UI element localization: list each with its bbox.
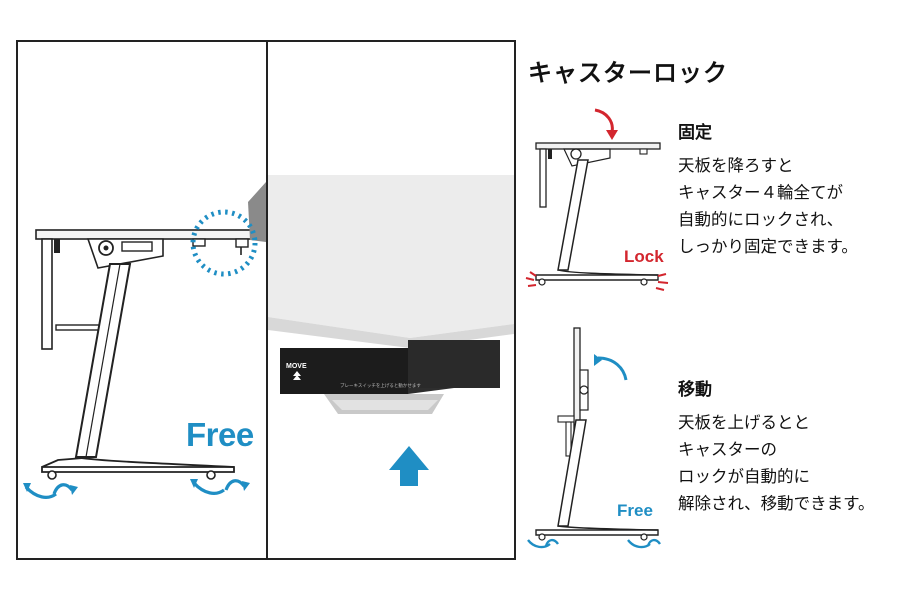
move-button-label: MOVE <box>286 363 307 370</box>
tabletop-closeup: MOVE ブレーキスイッチを上げると動かせます <box>268 175 514 486</box>
lock-badge: Lock <box>624 247 664 266</box>
move-heading: 移動 <box>678 380 712 400</box>
desk-lowered-locked <box>525 108 669 291</box>
move-body-line-4: 解除され、移動できます。 <box>678 494 875 513</box>
frame-divider <box>266 40 268 560</box>
move-body-line-3: ロックが自動的に <box>678 467 810 486</box>
move-caption: ブレーキスイッチを上げると動かせます <box>340 382 421 389</box>
page-title: キャスターロック <box>528 59 728 87</box>
fixed-body-line-3: 自動的にロックされ、 <box>678 210 844 229</box>
move-body-line-1: 天板を上げるとと <box>678 413 810 432</box>
free-badge: Free <box>617 501 653 520</box>
fixed-body-line-1: 天板を降ろすと <box>678 156 794 175</box>
desk-side-view-free <box>23 182 266 499</box>
free-label-large: Free <box>186 416 254 453</box>
move-body-line-2: キャスターの <box>678 440 777 459</box>
desk-raised-free <box>527 327 661 549</box>
fixed-body-line-4: しっかり固定できます。 <box>678 237 858 256</box>
fixed-heading: 固定 <box>678 123 712 143</box>
fixed-body-line-2: キャスター４輪全てが <box>678 183 843 202</box>
